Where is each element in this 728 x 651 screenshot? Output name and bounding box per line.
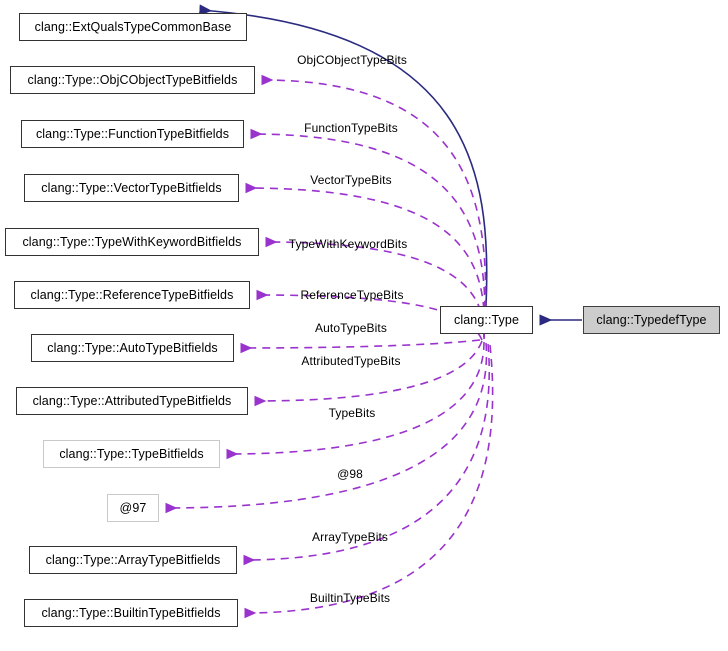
node-type-with-keyword-bitfields[interactable]: clang::Type::TypeWithKeywordBitfields [5,228,259,256]
node-label: clang::Type::BuiltinTypeBitfields [41,606,221,620]
edge-label-builtin-type-bits: BuiltinTypeBits [309,591,391,605]
node-label: clang::Type [453,313,520,327]
node-label: clang::Type::AutoTypeBitfields [47,341,218,355]
edge-label-auto-type-bits: AutoTypeBits [315,321,387,335]
node-label: clang::Type::TypeWithKeywordBitfields [22,235,242,249]
edge-usage-attributedtype [254,340,483,407]
edge-label-type-bits: TypeBits [328,406,376,420]
edge-usage-objcobject [261,74,487,337]
node-label: clang::Type::FunctionTypeBitfields [35,127,230,141]
node-label: clang::Type::ArrayTypeBitfields [45,553,221,567]
node-builtin-type-bitfields[interactable]: clang::Type::BuiltinTypeBitfields [24,599,238,627]
edge-label-at98: @98 [337,467,363,481]
node-function-type-bitfields[interactable]: clang::Type::FunctionTypeBitfields [21,120,244,148]
edge-label-vector-type-bits: VectorTypeBits [310,173,392,187]
edge-label-type-with-keyword-bits: TypeWithKeywordBits [288,237,408,251]
edge-usage-at97 [165,342,488,514]
edge-usage-builtintype [244,344,494,619]
edge-inheritance-extquals [198,4,488,307]
edge-label-array-type-bits: ArrayTypeBits [312,530,388,544]
edge-usage-typebitfields [226,341,485,460]
node-label: clang::Type::ReferenceTypeBitfields [30,288,234,302]
edge-usage-functiontype [250,128,486,338]
node-at97[interactable]: @97 [107,494,159,522]
node-objc-object-type-bitfields[interactable]: clang::Type::ObjCObjectTypeBitfields [10,66,255,94]
edge-label-reference-type-bits: ReferenceTypeBits [300,288,404,302]
node-label: clang::ExtQualsTypeCommonBase [34,20,232,34]
node-label: clang::Type::ObjCObjectTypeBitfields [27,73,238,87]
node-clang-type[interactable]: clang::Type [440,306,533,334]
node-auto-type-bitfields[interactable]: clang::Type::AutoTypeBitfields [31,334,234,362]
edge-usage-autotype [240,339,481,354]
edge-label-function-type-bits: FunctionTypeBits [304,121,398,135]
node-label: clang::Type::TypeBitfields [59,447,204,461]
node-label: clang::Type::VectorTypeBitfields [41,181,222,195]
node-label: clang::Type::AttributedTypeBitfields [32,394,232,408]
node-vector-type-bitfields[interactable]: clang::Type::VectorTypeBitfields [24,174,239,202]
node-ext-quals-type-common-base[interactable]: clang::ExtQualsTypeCommonBase [19,13,247,41]
edge-label-objc-object-type-bits: ObjCObjectTypeBits [297,53,407,67]
edge-label-attributed-type-bits: AttributedTypeBits [301,354,401,368]
node-label: clang::TypedefType [596,313,707,327]
node-attributed-type-bitfields[interactable]: clang::Type::AttributedTypeBitfields [16,387,248,415]
node-array-type-bitfields[interactable]: clang::Type::ArrayTypeBitfields [29,546,237,574]
node-type-bitfields[interactable]: clang::Type::TypeBitfields [43,440,220,468]
node-label: @97 [119,501,147,515]
node-clang-typedef-type[interactable]: clang::TypedefType [583,306,720,334]
edge-usage-arraytype [243,343,490,566]
node-reference-type-bitfields[interactable]: clang::Type::ReferenceTypeBitfields [14,281,250,309]
